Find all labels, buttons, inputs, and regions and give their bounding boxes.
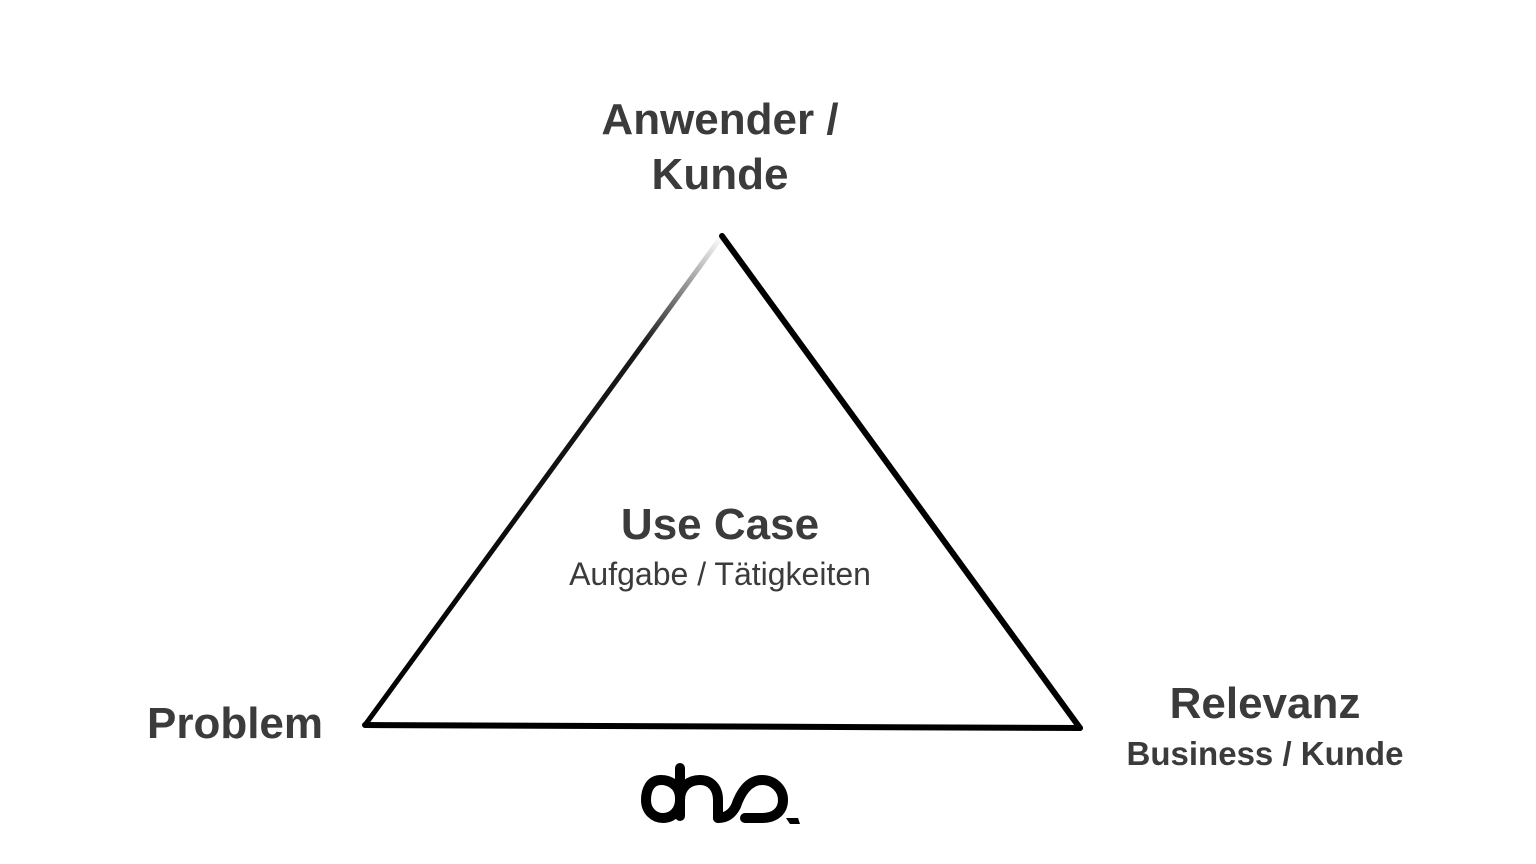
vertex-label-top-line2: Kunde	[651, 150, 789, 199]
triangle-base-edge	[362, 722, 1083, 731]
vertex-label-anwender-kunde: Anwender / Kunde	[520, 92, 920, 202]
dno-logo-icon	[641, 763, 800, 824]
triangle-left-edge	[362, 233, 725, 728]
center-title: Use Case	[620, 500, 820, 549]
vertex-label-problem: Problem	[146, 699, 324, 748]
center-subtitle: Aufgabe / Tätigkeiten	[569, 556, 871, 592]
triangle-right-edge	[719, 233, 1083, 731]
vertex-label-top-line1: Anwender /	[601, 95, 839, 144]
vertex-label-right-title: Relevanz	[1169, 679, 1361, 728]
vertex-label-relevanz: Relevanz Business / Kunde	[1090, 676, 1440, 774]
vertex-label-right-subtitle: Business / Kunde	[1126, 735, 1404, 772]
